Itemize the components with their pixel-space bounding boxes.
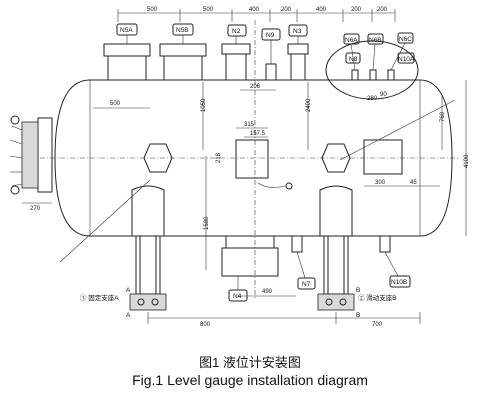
tag-n6a: N6A	[345, 37, 358, 44]
vessel-installation-drawing: 500 500 400 200 400 200 200 270 N5A	[9, 7, 470, 328]
dim-270: 270	[30, 206, 41, 212]
top-nozzle-n9: N9 206	[240, 28, 281, 91]
level-gauge-nozzle-cluster: N6A N6B N6C N8 N10A 280 90	[325, 32, 419, 102]
figure-caption-english: Fig.1 Level gauge installation diagram	[132, 372, 368, 388]
dim-218: 218	[216, 152, 222, 163]
left-manway: 270	[9, 115, 53, 212]
dim-800: 800	[200, 322, 211, 328]
dim-top-200-c: 200	[377, 7, 388, 13]
dim-top-200: 200	[281, 7, 292, 13]
tag-n6c: N6C	[399, 36, 412, 43]
dim-760: 760	[440, 111, 446, 122]
dim-500: 500	[110, 101, 121, 107]
tag-n5a: N5A	[120, 27, 133, 34]
internal-dimensions: 500 1050 2400 1580 4100 760	[93, 80, 470, 270]
right-sight-window: 300 45	[321, 139, 440, 187]
dim-2400: 2400	[306, 98, 312, 112]
left-sight-window	[143, 143, 173, 173]
dim-700: 700	[372, 322, 383, 328]
tag-n6b: N6B	[369, 37, 382, 44]
top-nozzle-n3: N3	[287, 24, 309, 81]
top-nozzle-n2: N2	[221, 24, 251, 81]
tag-n9: N9	[266, 32, 275, 39]
sliding-support-label: ② 滑动支座B	[358, 293, 397, 302]
vessel-shell	[40, 20, 460, 300]
dim-top-400: 400	[249, 7, 260, 13]
center-manhole: 315 157.5 218	[216, 122, 293, 190]
bottom-nozzle-n10b: N10B	[379, 235, 411, 288]
top-dimension-chain: 500 500 400 200 400 200 200	[117, 7, 396, 22]
figure-caption-chinese: 图1 液位计安装图	[199, 355, 301, 370]
bottom-dimension: 800 700	[147, 312, 421, 328]
dim-4100: 4100	[464, 154, 470, 168]
dim-157: 157.5	[250, 131, 266, 137]
saddle-support-sliding: B B ② 滑动支座B	[317, 185, 397, 319]
dim-315: 315	[244, 122, 255, 128]
tag-n10a: N10A	[398, 56, 415, 63]
section-b-top: B	[356, 287, 360, 294]
bottom-nozzle-n4: N4 490	[221, 235, 296, 302]
dim-206: 206	[250, 84, 261, 90]
tag-n5b: N5B	[176, 27, 189, 34]
tag-n10b: N10B	[391, 279, 407, 286]
dim-1580: 1580	[204, 216, 210, 230]
tag-n3: N3	[293, 28, 302, 35]
tag-n4: N4	[233, 293, 242, 300]
section-a-bot: A	[126, 312, 131, 319]
dim-90: 90	[380, 92, 387, 98]
dim-top-500-b: 500	[203, 7, 214, 13]
section-b-bot: B	[356, 312, 360, 319]
fixed-support-label: ① 固定支座A	[80, 293, 119, 302]
dim-300: 300	[375, 180, 386, 186]
leader-right	[339, 99, 456, 161]
dim-top-400-b: 400	[316, 7, 327, 13]
bottom-nozzle-n7: N7	[291, 235, 316, 290]
top-nozzle-n5a: N5A	[103, 23, 151, 81]
tag-n2: N2	[232, 28, 241, 35]
section-a-top: A	[126, 287, 131, 294]
tag-n7: N7	[302, 281, 311, 288]
saddle-support-fixed: A A ① 固定支座A	[80, 185, 167, 319]
dim-280: 280	[367, 96, 378, 102]
top-nozzle-n5b: N5B	[159, 23, 207, 81]
dim-top-200-b: 200	[351, 7, 362, 13]
dim-1050: 1050	[201, 98, 207, 112]
dim-45: 45	[410, 180, 417, 186]
dim-top-500-a: 500	[147, 7, 158, 13]
dim-490: 490	[262, 289, 273, 295]
leader-left	[59, 179, 151, 263]
